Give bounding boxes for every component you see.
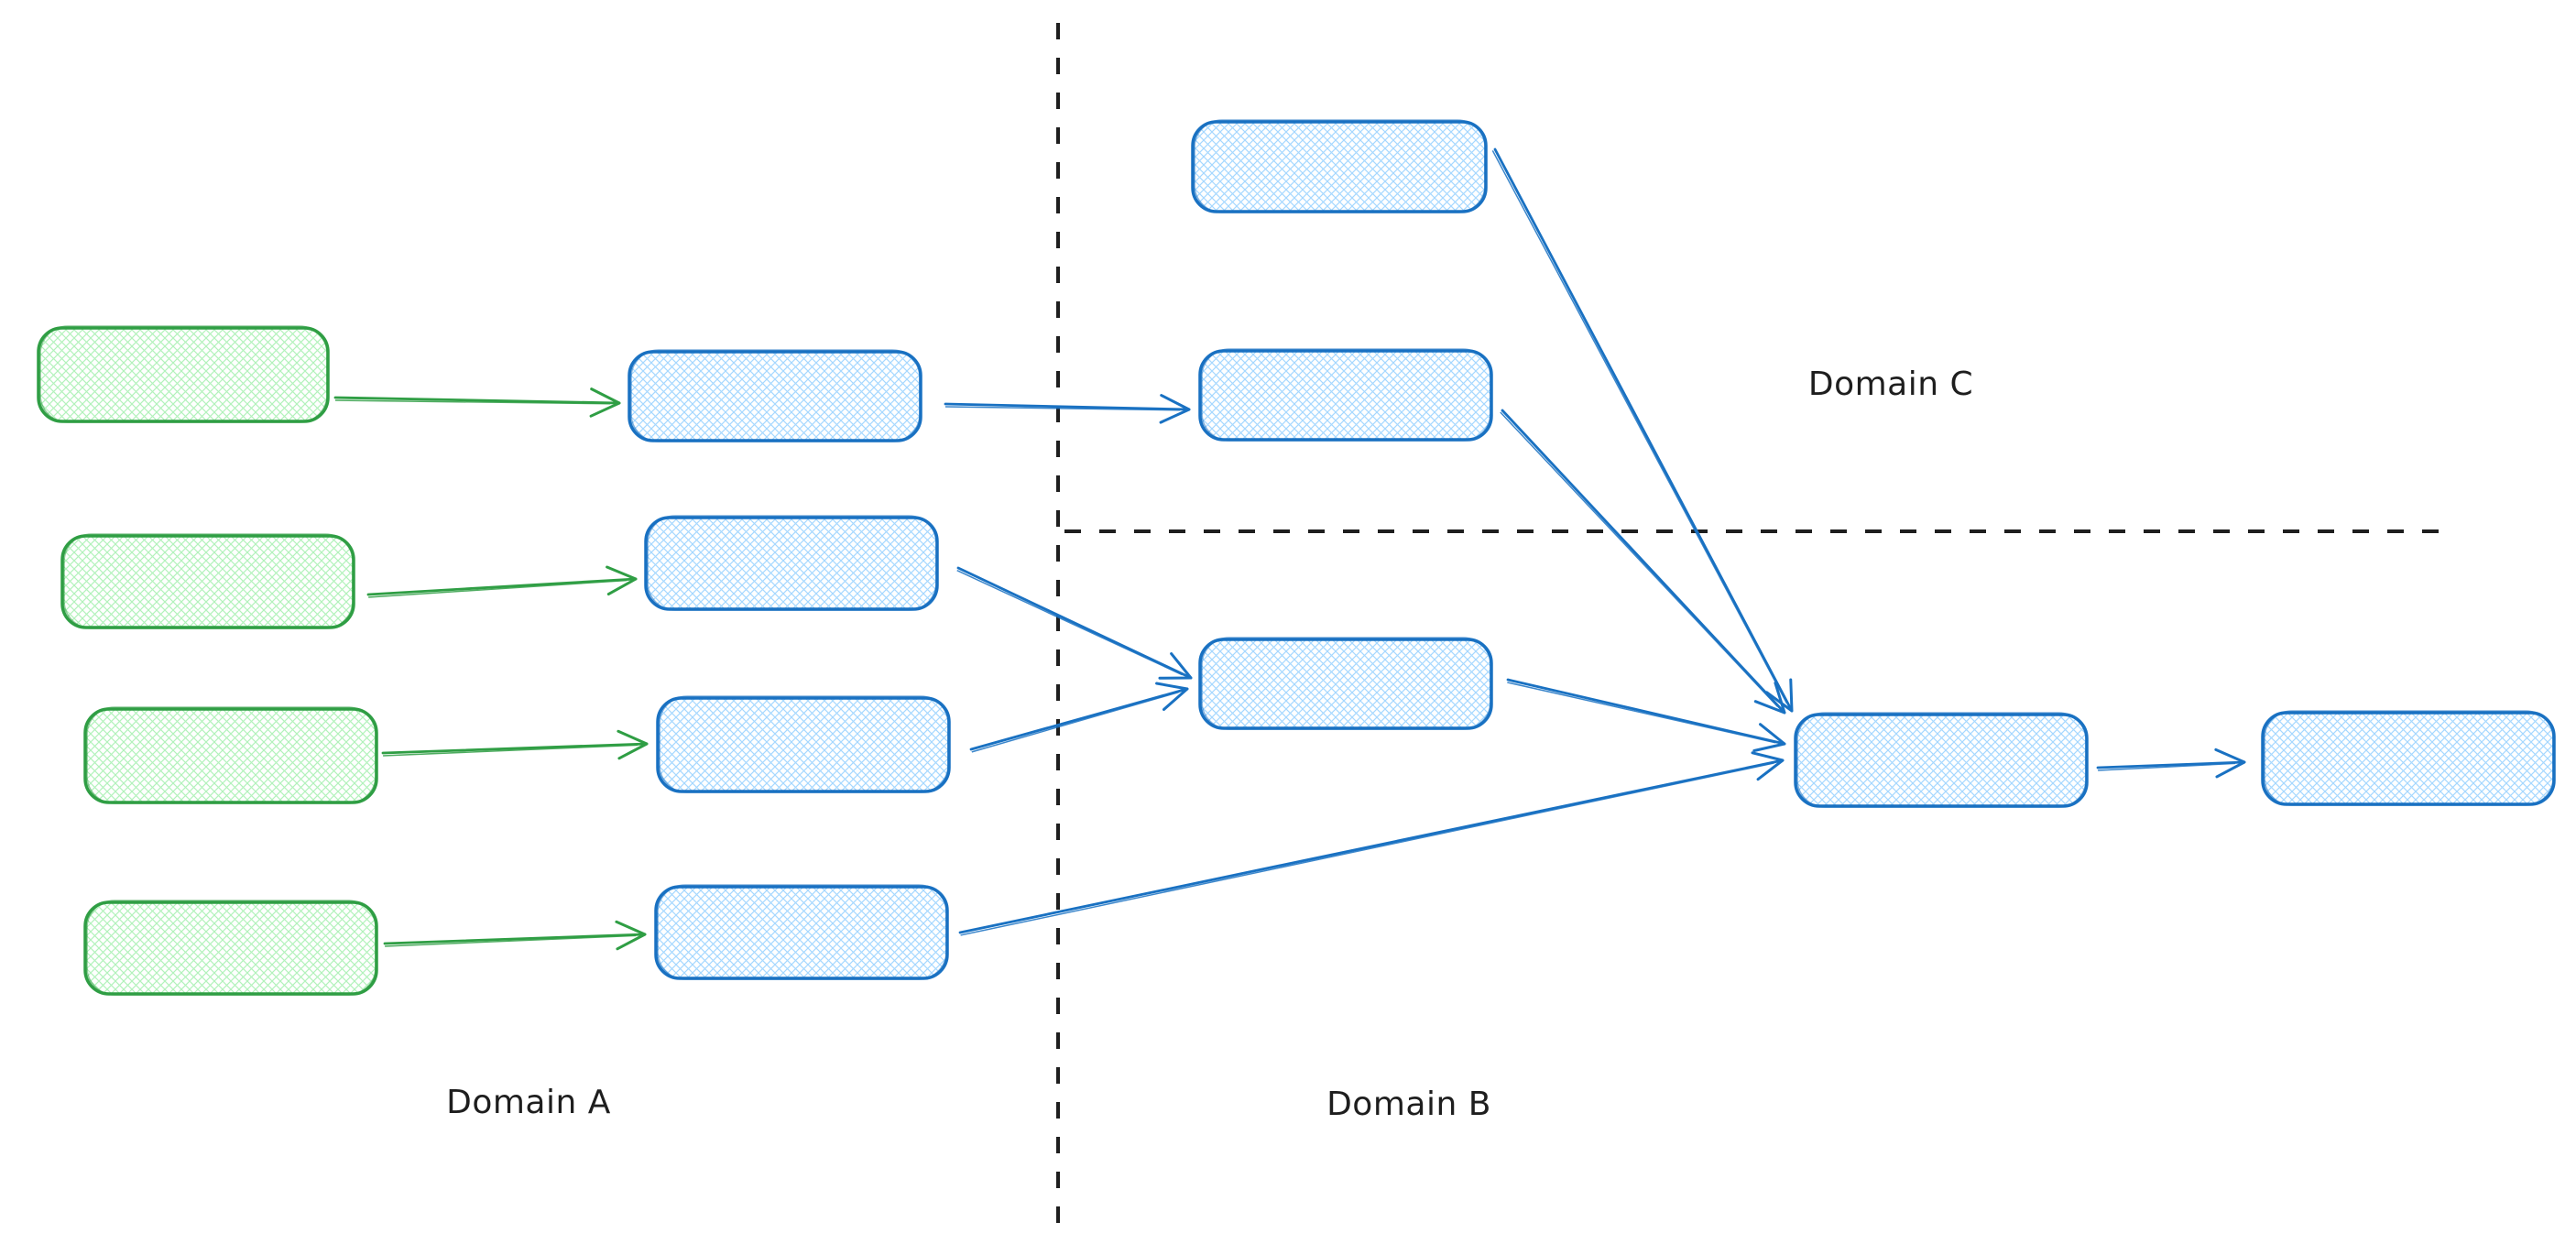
edge-c-top-to-merge[interactable] <box>1491 147 1794 713</box>
label-domain-b[interactable]: Domain B <box>1326 1086 1491 1123</box>
edge-mid3-to-b-left[interactable] <box>969 682 1189 753</box>
edge-mid4-to-merge-arrowhead-icon <box>1751 751 1785 781</box>
edge-merge-to-output[interactable] <box>2096 748 2246 779</box>
edge-source3-to-mid3-shaft <box>381 742 649 755</box>
edge-mid3-to-b-left-shaft <box>969 687 1189 751</box>
edge-source2-to-mid2[interactable] <box>366 565 638 598</box>
node-domain-a-mid-4-shape[interactable] <box>654 885 949 980</box>
node-domain-b-merge-shape[interactable] <box>1794 713 2089 808</box>
layer-dividers <box>1056 23 2446 1235</box>
node-domain-a-source-3-shape[interactable] <box>83 707 378 804</box>
edge-mid4-to-merge-shaft <box>958 758 1785 934</box>
node-domain-b-output-shape[interactable] <box>2261 711 2556 806</box>
edge-source3-to-mid3[interactable] <box>381 729 649 760</box>
node-domain-a-source-2-shape[interactable] <box>60 534 355 629</box>
edge-mid3-to-b-left-arrowhead-icon <box>1155 682 1189 711</box>
edge-c-top-to-merge-arrowhead-icon <box>1765 678 1794 713</box>
node-domain-b-left-sketch-outline <box>1201 637 1491 730</box>
node-domain-a-source-2[interactable] <box>60 533 355 629</box>
node-domain-c-lower[interactable] <box>1198 348 1493 442</box>
node-domain-b-output[interactable] <box>2261 710 2556 806</box>
node-domain-a-source-3[interactable] <box>83 706 378 804</box>
label-domain-c[interactable]: Domain C <box>1808 366 1973 403</box>
edge-source2-to-mid2-arrowhead-icon <box>606 565 638 596</box>
edge-source1-to-mid1-arrowhead-icon <box>589 387 621 418</box>
layer-nodes <box>37 119 2556 996</box>
layer-labels: Domain A Domain B Domain C <box>446 366 1973 1123</box>
edge-mid1-to-c-lower[interactable] <box>944 394 1191 424</box>
node-domain-a-mid-3[interactable] <box>656 695 951 793</box>
node-domain-c-top[interactable] <box>1191 119 1488 213</box>
edge-b-left-to-merge-arrowhead-icon <box>1752 723 1786 752</box>
edge-mid1-to-c-lower-shaft <box>944 402 1191 411</box>
edge-source2-to-mid2-shaft <box>366 577 638 596</box>
edge-source1-to-mid1-shaft <box>333 396 621 405</box>
node-domain-b-merge-sketch-outline <box>1796 712 2087 808</box>
node-domain-a-source-4-shape[interactable] <box>83 900 378 996</box>
node-domain-a-source-4[interactable] <box>83 900 378 996</box>
edge-source4-to-mid4[interactable] <box>383 920 647 951</box>
edge-source1-to-mid1[interactable] <box>333 387 621 418</box>
node-domain-b-merge[interactable] <box>1794 712 2089 808</box>
edge-mid2-to-b-left[interactable] <box>956 566 1193 680</box>
edge-c-lower-to-merge-arrowhead-icon <box>1753 682 1786 715</box>
node-domain-b-left[interactable] <box>1198 637 1493 730</box>
node-domain-c-top-shape[interactable] <box>1191 120 1488 213</box>
edge-merge-to-output-arrowhead-icon <box>2214 748 2246 779</box>
edge-b-left-to-merge-shaft <box>1506 678 1786 746</box>
node-domain-a-mid-2-sketch-outline <box>647 515 937 611</box>
node-domain-a-mid-3-sketch-outline <box>659 695 949 793</box>
node-domain-a-source-2-sketch-outline <box>63 533 354 629</box>
node-domain-a-mid-1-sketch-outline <box>630 349 921 442</box>
node-domain-a-source-1[interactable] <box>37 325 330 423</box>
node-domain-a-mid-1-shape[interactable] <box>628 350 922 442</box>
node-domain-a-mid-3-shape[interactable] <box>656 696 951 793</box>
edge-source3-to-mid3-arrowhead-icon <box>617 729 649 760</box>
label-domain-a[interactable]: Domain A <box>446 1084 611 1121</box>
edge-c-lower-to-merge-shaft <box>1501 409 1786 715</box>
node-domain-a-source-3-sketch-outline <box>86 706 377 804</box>
edge-c-lower-to-merge[interactable] <box>1500 409 1786 715</box>
edge-b-left-to-merge[interactable] <box>1506 678 1786 752</box>
node-domain-a-source-4-sketch-outline <box>86 900 377 996</box>
node-domain-a-mid-4-sketch-outline <box>657 884 947 980</box>
edge-merge-to-output-shaft <box>2096 760 2246 769</box>
node-domain-b-output-sketch-outline <box>2264 710 2554 806</box>
layer-edges <box>333 147 2246 951</box>
node-domain-a-source-1-shape[interactable] <box>37 326 330 423</box>
node-domain-b-left-shape[interactable] <box>1198 638 1493 730</box>
edge-source4-to-mid4-arrowhead-icon <box>615 920 647 951</box>
node-domain-c-lower-shape[interactable] <box>1198 349 1493 442</box>
edge-source4-to-mid4-shaft <box>383 933 647 945</box>
node-domain-a-mid-4[interactable] <box>654 884 949 980</box>
node-domain-c-lower-sketch-outline <box>1201 348 1491 442</box>
edge-mid2-to-b-left-shaft <box>956 566 1193 680</box>
edge-mid4-to-merge[interactable] <box>958 751 1785 936</box>
node-domain-a-source-1-sketch-outline <box>39 325 328 423</box>
node-domain-a-mid-1[interactable] <box>628 349 922 442</box>
edge-mid2-to-b-left-arrowhead-icon <box>1158 652 1193 680</box>
edge-mid1-to-c-lower-arrowhead-icon <box>1159 394 1191 424</box>
node-domain-c-top-sketch-outline <box>1194 119 1486 213</box>
node-domain-a-mid-2-shape[interactable] <box>644 516 939 611</box>
node-domain-a-mid-2[interactable] <box>644 515 939 611</box>
edge-c-top-to-merge-shaft <box>1493 147 1794 713</box>
